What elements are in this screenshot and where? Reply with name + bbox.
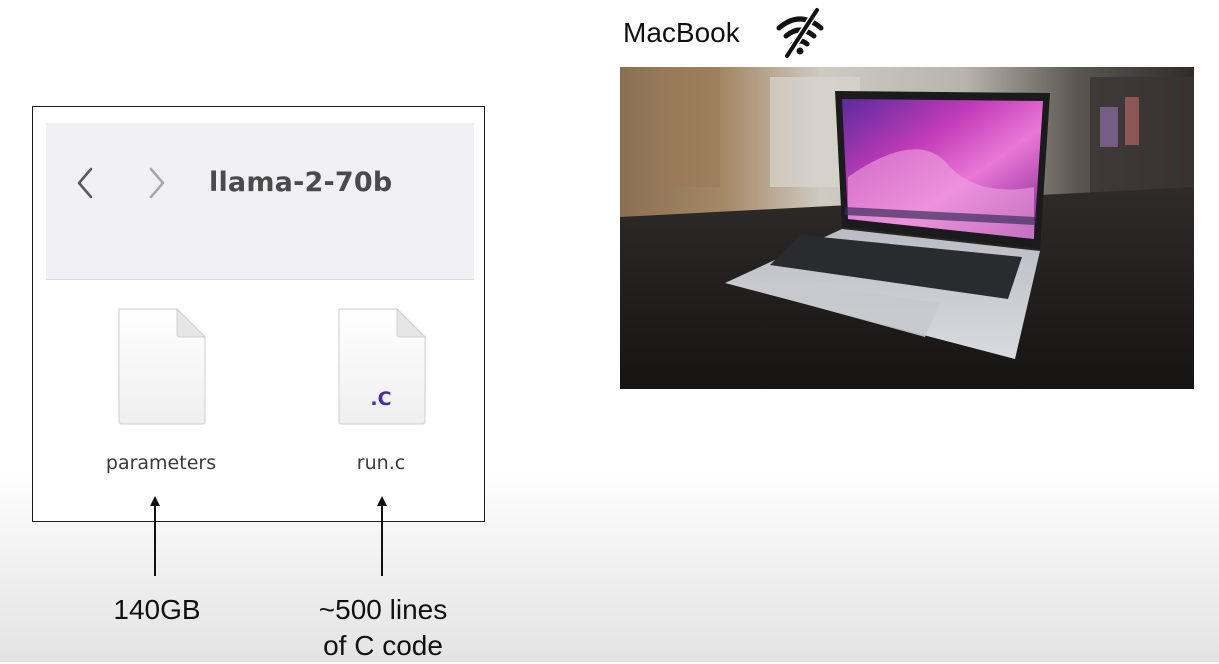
wifi-off-icon — [773, 6, 827, 65]
macbook-photo — [620, 67, 1194, 389]
file-item-parameters[interactable]: parameters — [86, 307, 236, 474]
back-button[interactable] — [70, 163, 100, 203]
macbook-label: MacBook — [623, 17, 740, 48]
arrow-up-icon — [376, 496, 388, 576]
finder-window: llama-2-70b parameters — [32, 106, 485, 522]
file-item-runc[interactable]: .C run.c — [306, 307, 456, 474]
chevron-right-icon — [149, 167, 165, 199]
runc-lines-note: ~500 lines of C code — [318, 594, 448, 661]
folder-title: llama-2-70b — [209, 167, 393, 198]
arrow-up-icon — [149, 496, 161, 576]
document-icon — [115, 307, 207, 425]
file-name-parameters: parameters — [105, 452, 217, 474]
forward-button[interactable] — [142, 163, 172, 203]
chevron-left-icon — [77, 167, 93, 199]
file-name-runc: run.c — [356, 452, 406, 474]
finder-toolbar: llama-2-70b — [46, 123, 474, 280]
c-source-file-icon: .C — [335, 307, 427, 425]
parameters-size-note: 140GB — [113, 594, 201, 625]
file-extension-label: .C — [370, 388, 392, 410]
